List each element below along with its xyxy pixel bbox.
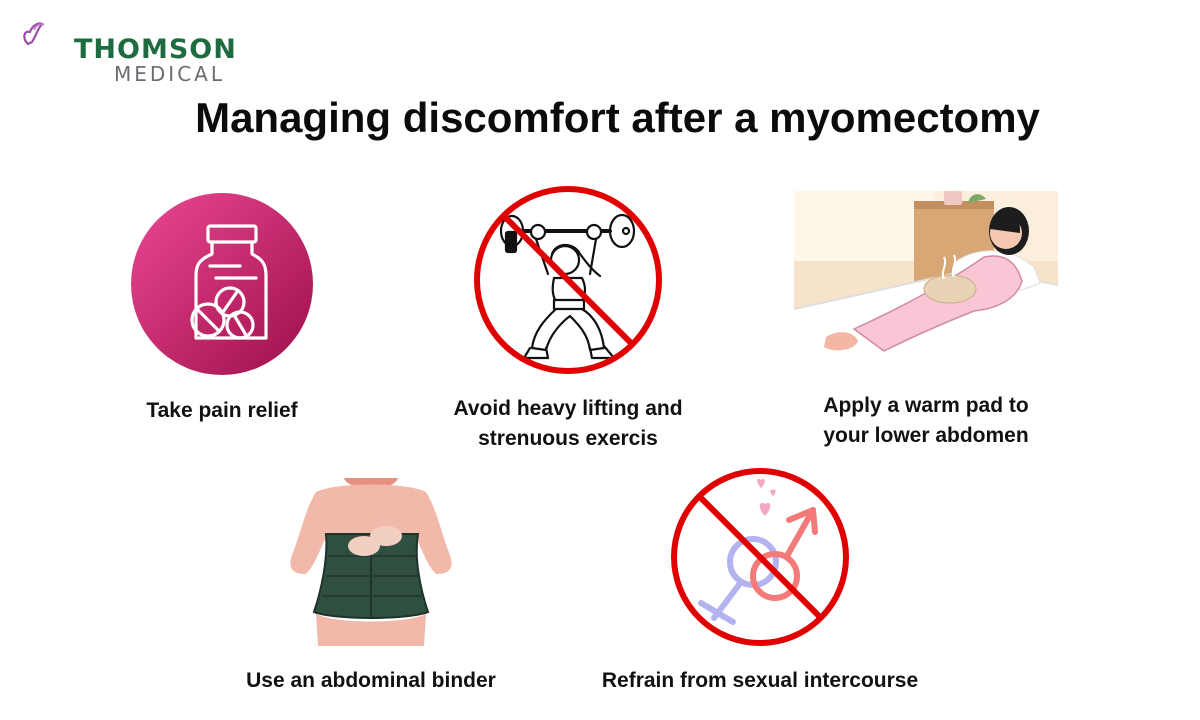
pill-bottle-icon <box>131 193 313 375</box>
tip-caption: Use an abdominal binder <box>246 669 496 692</box>
butterfly-logo-icon <box>23 22 45 46</box>
tip-caption-line1: Apply a warm pad to <box>823 394 1029 417</box>
tip-caption-line2: your lower abdomen <box>823 424 1029 447</box>
abdominal-binder-illustration <box>290 478 452 646</box>
no-intercourse-icon <box>671 468 849 646</box>
tip-caption: Take pain relief <box>146 399 298 422</box>
thomson-medical-logo: THOMSON MEDICAL <box>22 22 236 86</box>
no-weightlifting-icon <box>474 186 662 374</box>
tip-abdominal-binder: Use an abdominal binder <box>226 478 516 696</box>
tip-refrain-intercourse: Refrain from sexual intercourse <box>575 466 945 696</box>
page-title: Managing discomfort after a myomectomy <box>195 94 1040 141</box>
tip-pain-relief: Take pain relief <box>112 192 332 426</box>
warm-pad-illustration <box>794 191 1058 369</box>
logo-brand-text: THOMSON <box>74 34 237 65</box>
tip-avoid-lifting: Avoid heavy lifting and strenuous exerci… <box>428 182 708 454</box>
logo-sub-text: MEDICAL <box>114 62 225 86</box>
tip-caption: Refrain from sexual intercourse <box>601 669 919 692</box>
tip-warm-pad: Apply a warm pad to your lower abdomen <box>794 191 1058 451</box>
tip-caption-line1: Avoid heavy lifting and <box>453 397 683 420</box>
tip-caption-line2: strenuous exercis <box>478 427 658 450</box>
